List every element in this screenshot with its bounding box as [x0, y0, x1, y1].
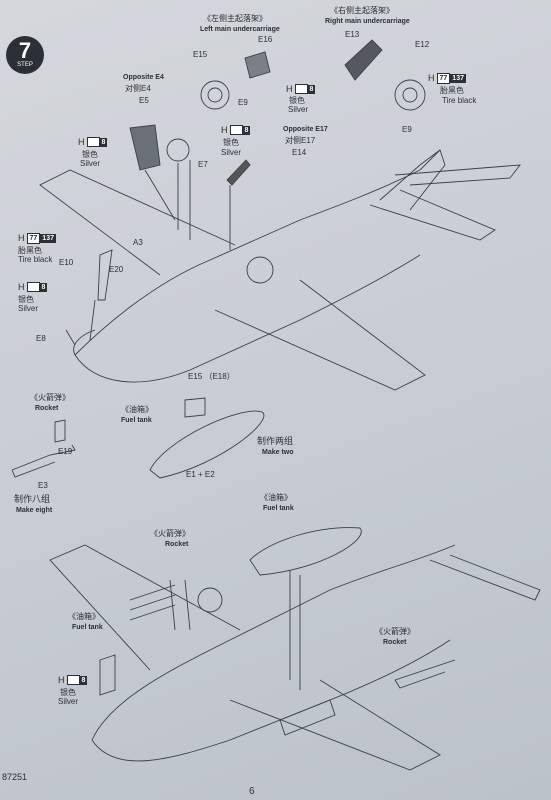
make-two-en: Make two [262, 449, 294, 456]
part-e14: E14 [292, 148, 307, 157]
paint-h: H [286, 84, 293, 94]
color-swatch [294, 84, 308, 94]
paint-silver-cn-nose: 银色 [18, 295, 34, 304]
paint-h: H [18, 282, 25, 292]
left-main-cn: 《左侧主起落架》 [203, 14, 267, 23]
paint-callout-tire-nose: H 77 137 [18, 232, 56, 244]
paint-silver-cn-e5: 银色 [82, 150, 98, 159]
paint-code: 8 [39, 282, 48, 292]
paint-silver-cn-1: 银色 [289, 96, 305, 105]
part-e15-tank: E15 （E18） [188, 372, 235, 381]
rocket-en-1: Rocket [35, 405, 59, 412]
paint-silver-cn-lower: 银色 [60, 688, 76, 697]
paint-code: 8 [242, 125, 251, 135]
part-e15-left: E15 [193, 50, 208, 59]
part-e7: E7 [198, 160, 208, 169]
fuselage-top-line [74, 149, 441, 356]
part-e8: E8 [36, 334, 46, 343]
paint-callout-silver-1: H 8 [286, 84, 316, 94]
paint-tire-cn-right: 胎黑色 [440, 86, 464, 95]
rocket-cn-1: 《火箭弹》 [30, 393, 70, 402]
color-swatch [66, 675, 80, 685]
paint-code: 8 [99, 137, 108, 147]
fuel-tank-cn-1: 《油箱》 [121, 405, 153, 414]
paint-code: 8 [307, 84, 316, 94]
make-two-cn: 制作两组 [257, 436, 294, 446]
fuel-tank-cn-2: 《油箱》 [260, 493, 292, 502]
paint-callout-silver-e5: H 8 [78, 137, 108, 147]
paint-h: H [221, 125, 228, 135]
step-number: 7 [18, 38, 32, 63]
right-main-en: Right main undercarriage [325, 18, 410, 25]
opposite-e17-cn: 对侧E17 [285, 136, 316, 145]
rocket-en-2: Rocket [165, 541, 189, 548]
paint-h: H [58, 675, 65, 685]
rocket-cn-3: 《火箭弹》 [375, 627, 415, 636]
fuel-tank-en-1: Fuel tank [121, 417, 152, 424]
color-swatch [26, 282, 40, 292]
left-main-en: Left main undercarriage [200, 26, 280, 33]
paint-silver-en-nose: Silver [18, 304, 39, 313]
paint-silver-en-e7: Silver [221, 148, 242, 157]
opposite-e4-en: Opposite E4 [123, 74, 164, 81]
paint-silver-en-lower: Silver [58, 697, 79, 706]
right-main-cn: 《右侧主起落架》 [330, 6, 394, 15]
paint-h: H [78, 137, 85, 147]
part-e16: E16 [258, 35, 273, 44]
make-eight-cn: 制作八组 [14, 494, 51, 504]
fuel-tank-en-3: Fuel tank [72, 624, 103, 631]
part-e9-left: E9 [238, 98, 248, 107]
model-number: 87251 [2, 772, 28, 782]
part-e20: E20 [109, 265, 124, 274]
fuel-tank-cn-3: 《油箱》 [68, 612, 100, 621]
paint-h: H [18, 233, 25, 243]
paint-callout-silver-e7: H 8 [221, 125, 251, 135]
part-e19: E19 [58, 447, 73, 456]
paint-tire-en-nose: Tire black [18, 255, 53, 264]
part-e13: E13 [345, 30, 360, 39]
paint-h: H [428, 73, 435, 83]
step-label: STEP [17, 62, 33, 68]
paint-code: 77 [436, 72, 451, 84]
color-swatch [86, 137, 100, 147]
part-e12: E12 [415, 40, 430, 49]
paint-tire-en-right: Tire black [442, 96, 477, 105]
part-e9-right: E9 [402, 125, 412, 134]
paint-silver-en-1: Silver [288, 105, 309, 114]
opposite-e4-cn: 对侧E4 [125, 84, 151, 93]
paint-code: 137 [450, 73, 466, 83]
paint-callout-tire-right: H 77 137 [428, 72, 466, 84]
part-e10: E10 [59, 258, 74, 267]
paint-silver-en-e5: Silver [80, 159, 101, 168]
fuselage-bottom-line [74, 254, 421, 383]
opposite-e17-en: Opposite E17 [283, 126, 328, 133]
make-eight-en: Make eight [16, 507, 53, 514]
rocket-en-3: Rocket [383, 639, 407, 646]
paint-code: 137 [40, 233, 56, 243]
rocket-cn-2: 《火箭弹》 [150, 529, 190, 538]
paint-tire-cn-nose: 胎黑色 [18, 246, 42, 255]
color-swatch [229, 125, 243, 135]
paint-callout-silver-nose: H 8 [18, 282, 48, 292]
step-badge: 7 STEP [6, 36, 44, 74]
paint-code: 77 [26, 232, 41, 244]
part-e1-e2: E1 + E2 [186, 470, 215, 479]
paint-code: 8 [79, 675, 88, 685]
page-number: 6 [249, 786, 255, 797]
part-e3: E3 [38, 481, 48, 490]
fuel-tank-en-2: Fuel tank [263, 505, 294, 512]
part-e5: E5 [139, 96, 149, 105]
paint-callout-silver-lower: H 8 [58, 675, 88, 685]
part-a3: A3 [133, 238, 143, 247]
paint-silver-cn-e7: 银色 [223, 138, 239, 147]
